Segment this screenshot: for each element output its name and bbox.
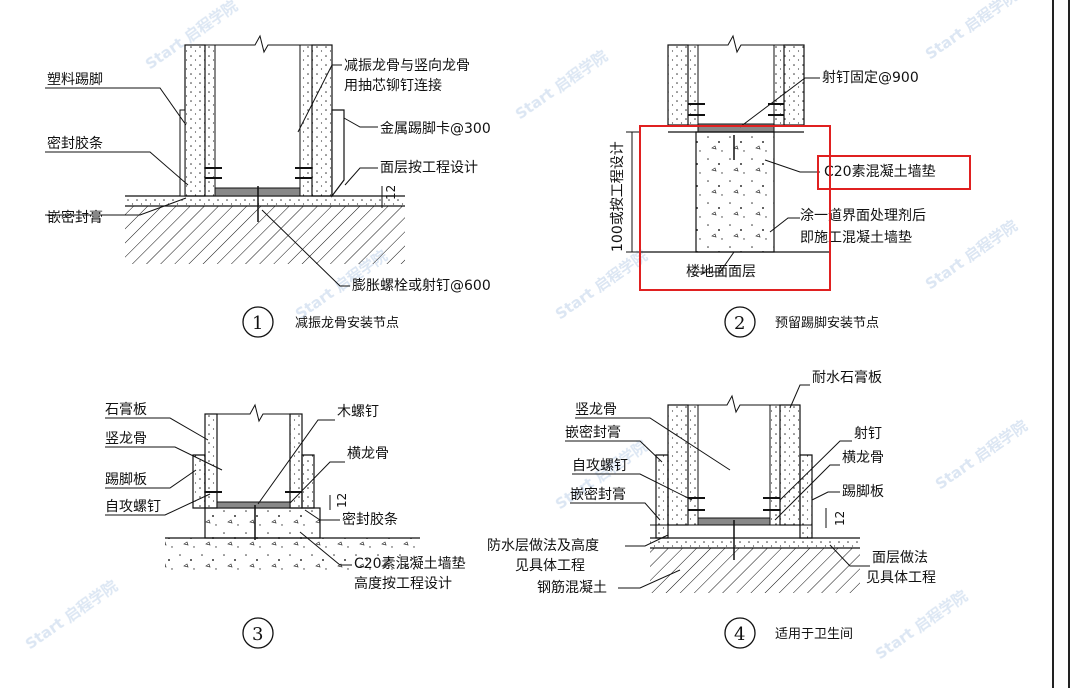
detail-title: 适用于卫生间 bbox=[775, 627, 853, 642]
highlight-box-pad bbox=[639, 125, 831, 291]
metal-clip bbox=[331, 109, 345, 198]
wall-board-left bbox=[667, 44, 689, 126]
detail-number: 1 bbox=[252, 313, 263, 334]
label-floor: 楼地面面层 bbox=[686, 264, 756, 280]
label-nail: 射钉 bbox=[854, 426, 882, 442]
label-connect-1: 减振龙骨与竖向龙骨 bbox=[344, 58, 470, 74]
watermark: Start 启程学院 bbox=[932, 417, 1031, 494]
detail-3: 12 石膏板 竖龙骨 踢脚板 自攻螺钉 木螺钉 横龙骨 密封胶条 C20素混凝土… bbox=[105, 401, 466, 649]
watermark: Start 启程学院 bbox=[872, 587, 971, 664]
detail-number: 2 bbox=[734, 313, 745, 334]
floor-finish bbox=[125, 196, 405, 206]
label-finish-2: 见具体工程 bbox=[866, 570, 936, 586]
watermark: Start 启程学院 bbox=[22, 577, 121, 654]
dimension-12: 12 bbox=[335, 493, 349, 508]
floor-finish bbox=[650, 538, 860, 548]
detail-title: 减振龙骨安装节点 bbox=[295, 316, 399, 331]
dimension-12: 12 bbox=[833, 511, 847, 526]
label-screw: 自攻螺钉 bbox=[572, 458, 628, 474]
label-connect-2: 用抽芯铆钉连接 bbox=[344, 77, 442, 94]
label-stud: 竖龙骨 bbox=[575, 402, 617, 418]
label-screw: 自攻螺钉 bbox=[105, 499, 161, 515]
detail-4: 12 耐水石膏板 竖龙骨 嵌密封膏 自攻螺钉 嵌密封膏 射钉 横龙骨 踢脚板 防… bbox=[487, 369, 936, 649]
label-height: 100或按工程设计 bbox=[610, 141, 626, 252]
floor-slab bbox=[650, 548, 860, 593]
label-board: 耐水石膏板 bbox=[812, 369, 882, 386]
watermark: Start 启程学院 bbox=[922, 0, 1021, 63]
bottom-track bbox=[216, 501, 291, 509]
detail-1: 12 塑料踢脚 密封胶条 嵌密封膏 减振龙骨与竖向龙骨 用抽芯铆钉连接 金属踢脚… bbox=[45, 34, 491, 338]
detail-number-circle bbox=[724, 617, 756, 649]
label-baseboard: 踢脚板 bbox=[842, 484, 884, 500]
watermark: Start 启程学院 bbox=[512, 47, 611, 124]
label-pad-2: 高度按工程设计 bbox=[354, 575, 452, 592]
label-track: 横龙骨 bbox=[842, 450, 884, 466]
wall-board-right bbox=[783, 44, 805, 126]
label-clip: 金属踢脚卡@300 bbox=[380, 121, 491, 137]
baseboard-left bbox=[655, 454, 669, 539]
detail-number: 3 bbox=[252, 624, 263, 645]
dimension-12: 12 bbox=[384, 185, 398, 200]
label-sealant-1: 嵌密封膏 bbox=[565, 424, 621, 441]
label-bolt: 膨胀螺栓或射钉@600 bbox=[352, 277, 491, 294]
label-baseboard: 塑料踢脚 bbox=[47, 72, 103, 88]
wall-board-left bbox=[667, 404, 689, 526]
label-agent-1: 涂一道界面处理剂后 bbox=[800, 208, 926, 224]
label-seal-strip: 密封胶条 bbox=[47, 135, 103, 152]
detail-number-circle bbox=[242, 306, 274, 338]
wall-board-right bbox=[779, 404, 801, 526]
watermark: Start 启程学院 bbox=[552, 247, 651, 324]
concrete-pad bbox=[204, 507, 321, 539]
label-stud: 竖龙骨 bbox=[105, 431, 147, 447]
wall-board-left bbox=[184, 44, 206, 197]
label-pad: C20素混凝土墙垫 bbox=[824, 164, 936, 180]
concrete-pad bbox=[695, 131, 775, 253]
wall-board-right bbox=[311, 44, 333, 197]
label-gypsum: 石膏板 bbox=[105, 401, 147, 418]
label-wood-screw: 木螺钉 bbox=[337, 404, 379, 420]
baseboard-right bbox=[799, 454, 813, 539]
label-baseboard: 踢脚板 bbox=[105, 472, 147, 488]
floor-slab bbox=[165, 538, 420, 573]
baseboard-left bbox=[192, 454, 206, 509]
detail-number-circle bbox=[724, 306, 756, 338]
label-seal-strip: 密封胶条 bbox=[342, 511, 398, 528]
label-sealant: 嵌密封膏 bbox=[47, 209, 103, 226]
label-nail: 射钉固定@900 bbox=[822, 70, 919, 86]
label-pad-1: C20素混凝土墙垫 bbox=[354, 556, 466, 572]
highlight-box-label bbox=[817, 155, 971, 190]
detail-number-circle bbox=[242, 617, 274, 649]
detail-title: 预留踢脚安装节点 bbox=[775, 315, 879, 331]
wall-board-left bbox=[204, 413, 218, 509]
label-waterproof-2: 见具体工程 bbox=[515, 558, 585, 574]
watermark: Start 启程学院 bbox=[922, 217, 1021, 294]
wall-board-right bbox=[289, 413, 303, 509]
detail-number: 4 bbox=[734, 624, 745, 645]
detail-2: 100或按工程设计 射钉固定@900 C20素混凝土墙垫 涂一道界面处理剂后 即… bbox=[610, 34, 971, 338]
floor-slab bbox=[125, 206, 405, 264]
label-sealant-2: 嵌密封膏 bbox=[570, 486, 626, 503]
label-finish-1: 面层做法 bbox=[872, 550, 928, 566]
label-concrete: 钢筋混凝土 bbox=[537, 579, 607, 596]
label-waterproof-1: 防水层做法及高度 bbox=[487, 537, 599, 554]
label-agent-2: 即施工混凝土墙垫 bbox=[800, 230, 912, 246]
baseboard-right bbox=[301, 454, 315, 509]
label-track: 横龙骨 bbox=[347, 446, 389, 462]
label-finish: 面层按工程设计 bbox=[380, 160, 478, 176]
